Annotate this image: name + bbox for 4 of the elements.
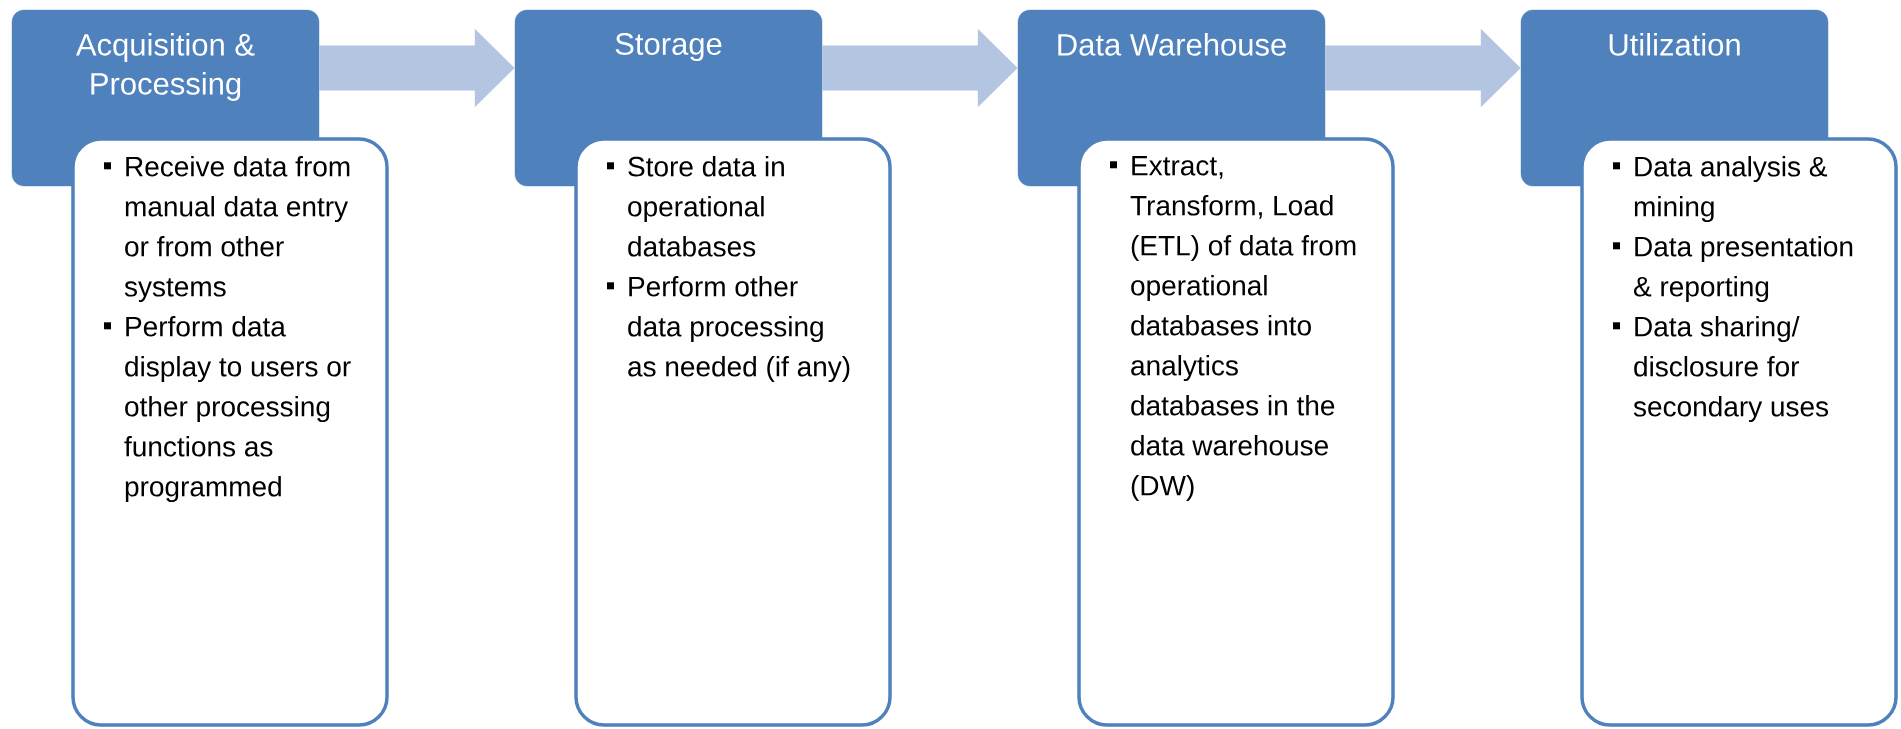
content-card: Data analysis & mining Data presentation & reporting Data sharing/ disclosure for secondary uses — [1580, 137, 1898, 727]
content-card: Store data in operational databases Perform other data processing as needed (if any) — [574, 137, 892, 727]
content-card: Receive data from manual data entry or from other systems Perform data display to users or other processing functions as programmed — [71, 137, 389, 727]
content-card: Extract, Transform, Load (ETL) of data from operational databases into analytics databases in the data warehouse (DW) — [1077, 137, 1395, 727]
